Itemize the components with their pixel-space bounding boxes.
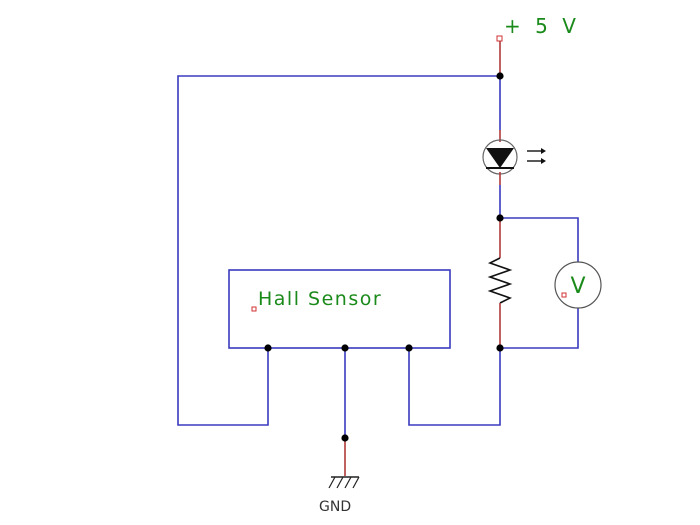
junction-node — [341, 344, 349, 352]
ground-label: GND — [319, 499, 351, 515]
junction-node — [496, 344, 504, 352]
junction-node — [341, 434, 349, 442]
junction-node — [405, 344, 413, 352]
hall-sensor-terminal — [251, 306, 257, 312]
voltmeter-lower-wire — [500, 308, 579, 349]
led-icon — [482, 139, 546, 175]
junction-node — [264, 344, 272, 352]
outer-loop-wire — [177, 75, 500, 426]
ground-icon — [328, 476, 360, 489]
voltmeter-terminal — [561, 292, 567, 298]
supply-label: + 5 V — [504, 14, 580, 38]
voltmeter-upper-wire — [500, 217, 579, 262]
supply-terminal — [496, 35, 503, 42]
output-return-wire — [408, 348, 501, 426]
junction-node — [496, 72, 504, 80]
voltmeter-label: V — [570, 274, 585, 299]
resistor-icon — [487, 257, 513, 304]
hall-sensor-box — [228, 269, 451, 349]
hall-sensor-label: Hall Sensor — [258, 288, 382, 310]
junction-node — [496, 214, 504, 222]
